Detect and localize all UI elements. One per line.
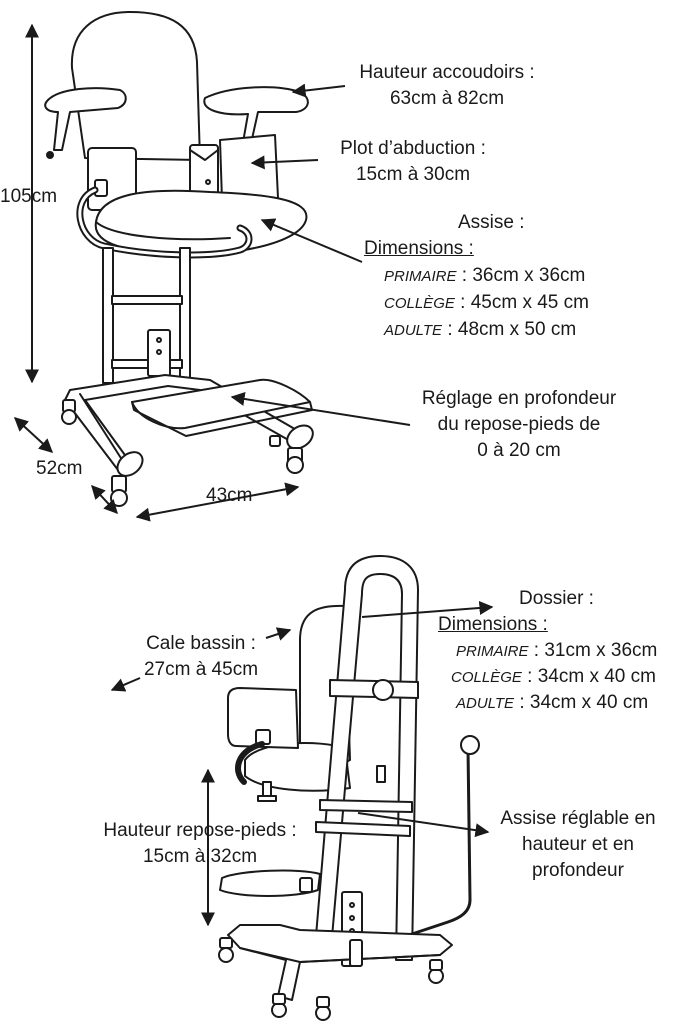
backrest-size-adulte: ADULTE [456, 695, 515, 712]
footrest-depth-line2: du repose-pieds de [437, 414, 601, 435]
footrest-depth-line3: 0 à 20 cm [477, 440, 561, 461]
footrest-height-title: Hauteur repose-pieds : [103, 820, 297, 841]
bottom-callout-arrows [110, 600, 494, 838]
seat-adjust-line3: profondeur [532, 860, 624, 881]
footrest-depth-label: Réglage en profondeur du repose-pieds de… [388, 386, 650, 464]
top-dimension-arrows [13, 23, 300, 522]
total-depth-label: 52cm [36, 458, 83, 479]
backrest-row-adulte: ADULTE : 34cm x 40 cm [456, 690, 648, 717]
footrest-height-value: 15cm à 32cm [142, 846, 258, 867]
pelvis-wedge-label: Cale bassin : 27cm à 45cm [126, 631, 276, 683]
seat-row-college: COLLÈGE : 45cm x 45 cm [384, 290, 589, 317]
backrest-title: Dossier : [519, 588, 594, 609]
seat-value-adulte: : 48cm x 50 cm [447, 319, 577, 340]
abduction-block-value: 15cm à 30cm [355, 164, 471, 185]
seat-adjust-line2: hauteur et en [522, 834, 634, 855]
backrest-value-primaire: : 31cm x 36cm [533, 640, 658, 661]
abduction-block-label: Plot d’abduction : 15cm à 30cm [313, 136, 513, 188]
footrest-depth-line1: Réglage en profondeur [421, 388, 617, 409]
seat-adjust-line1: Assise réglable en [500, 808, 656, 829]
armrest-height-label: Hauteur accoudoirs : 63cm à 82cm [332, 60, 562, 112]
backrest-row-college: COLLÈGE : 34cm x 40 cm [451, 664, 656, 691]
top-callout-arrows [230, 83, 411, 426]
armrest-height-title: Hauteur accoudoirs : [359, 62, 535, 83]
seat-row-adulte: ADULTE : 48cm x 50 cm [384, 317, 576, 344]
backrest-size-primaire: PRIMAIRE [456, 643, 529, 660]
total-height-label: 105cm [0, 186, 58, 207]
seat-value-primaire: : 36cm x 36cm [461, 265, 586, 286]
armrest-height-value: 63cm à 82cm [389, 88, 505, 109]
backrest-value-college: : 34cm x 40 cm [527, 666, 656, 687]
seat-size-primaire: PRIMAIRE [384, 268, 457, 285]
seat-dimensions-label: Dimensions : [364, 238, 474, 259]
backrest-value-adulte: : 34cm x 40 cm [519, 692, 649, 713]
front-chair-drawing [44, 11, 314, 507]
seat-title: Assise : [458, 212, 525, 233]
pelvis-wedge-value: 27cm à 45cm [143, 659, 259, 680]
rear-chair-drawing [218, 555, 480, 1021]
total-width-label: 43cm [206, 485, 253, 506]
backrest-size-college: COLLÈGE [451, 669, 522, 686]
abduction-block-title: Plot d’abduction : [340, 138, 486, 159]
seat-row-primaire: PRIMAIRE : 36cm x 36cm [384, 263, 585, 290]
footrest-height-label: Hauteur repose-pieds : 15cm à 32cm [80, 818, 320, 870]
seat-size-adulte: ADULTE [384, 322, 443, 339]
backrest-row-primaire: PRIMAIRE : 31cm x 36cm [456, 638, 657, 665]
pelvis-wedge-title: Cale bassin : [146, 633, 256, 654]
seat-size-college: COLLÈGE [384, 295, 455, 312]
seat-value-college: : 45cm x 45 cm [460, 292, 589, 313]
backrest-dimensions-label: Dimensions : [438, 614, 548, 635]
seat-adjust-label: Assise réglable en hauteur et en profond… [478, 806, 678, 884]
